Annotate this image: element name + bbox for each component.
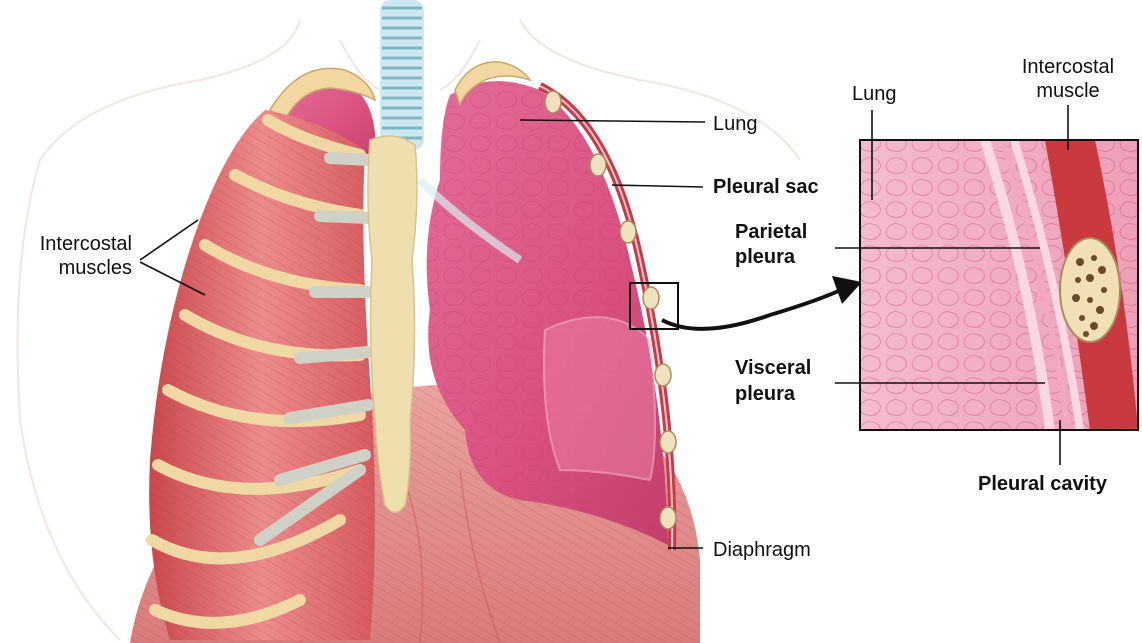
label-inset-intercostal-line2: muscle xyxy=(1036,80,1099,102)
inset-detail xyxy=(860,140,1138,430)
label-inset-lung: Lung xyxy=(852,83,897,105)
label-lung: Lung xyxy=(713,113,758,135)
label-parietal-line2: pleura xyxy=(735,246,796,268)
label-inset-intercostal-line1: Intercostal xyxy=(1022,56,1114,78)
label-diaphragm: Diaphragm xyxy=(713,539,811,561)
label-intercostal-muscles-line2: muscles xyxy=(59,257,132,279)
label-pleural-cavity: Pleural cavity xyxy=(978,473,1108,495)
label-pleural-sac: Pleural sac xyxy=(713,176,819,198)
rib-cage xyxy=(149,110,375,640)
zoom-arrow xyxy=(662,288,845,329)
label-parietal-line1: Parietal xyxy=(735,221,807,243)
trachea xyxy=(380,0,424,150)
label-visceral-line1: Visceral xyxy=(735,357,811,379)
label-visceral-line2: pleura xyxy=(735,383,796,405)
label-intercostal-muscles-line1: Intercostal xyxy=(40,233,132,255)
